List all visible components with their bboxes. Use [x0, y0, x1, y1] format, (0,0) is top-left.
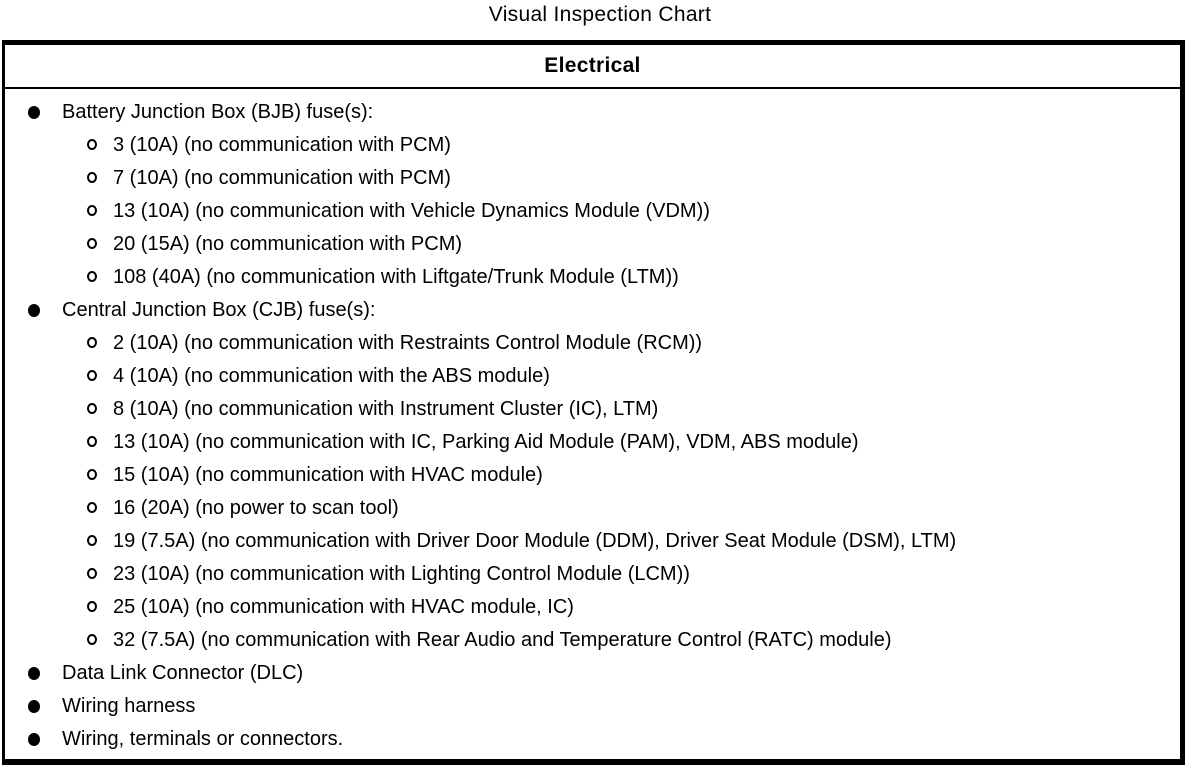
list-subitem-label: 4 (10A) (no communication with the ABS m…	[113, 365, 550, 387]
list-subitem: 20 (15A) (no communication with PCM)	[5, 228, 1180, 261]
list-subitem-label: 13 (10A) (no communication with Vehicle …	[113, 200, 710, 222]
electrical-item-list: Battery Junction Box (BJB) fuse(s): 3 (10…	[5, 89, 1180, 759]
list-subitem: 13 (10A) (no communication with Vehicle …	[5, 195, 1180, 228]
filled-bullet-icon	[28, 106, 40, 119]
list-subitem: 19 (7.5A) (no communication with Driver …	[5, 525, 1180, 558]
open-bullet-icon	[87, 337, 97, 348]
list-subitem: 16 (20A) (no power to scan tool)	[5, 492, 1180, 525]
open-bullet-icon	[87, 172, 97, 183]
open-bullet-icon	[87, 535, 97, 546]
open-bullet-icon	[87, 403, 97, 414]
page-title: Visual Inspection Chart	[488, 3, 712, 26]
list-subitem: 108 (40A) (no communication with Liftgat…	[5, 261, 1180, 294]
list-subitem: 32 (7.5A) (no communication with Rear Au…	[5, 624, 1180, 657]
filled-bullet-icon	[28, 700, 40, 713]
list-item: Central Junction Box (CJB) fuse(s):	[5, 294, 1180, 327]
list-subitem: 7 (10A) (no communication with PCM)	[5, 162, 1180, 195]
list-subitem-label: 25 (10A) (no communication with HVAC mod…	[113, 596, 574, 618]
open-bullet-icon	[87, 436, 97, 447]
list-subitem: 25 (10A) (no communication with HVAC mod…	[5, 591, 1180, 624]
list-subitem-label: 20 (15A) (no communication with PCM)	[113, 233, 463, 255]
list-item: Wiring, terminals or connectors.	[5, 723, 1180, 756]
open-bullet-icon	[87, 238, 97, 249]
open-bullet-icon	[87, 502, 97, 513]
inspection-chart-table: Electrical Battery Junction Box (BJB) fu…	[2, 40, 1185, 765]
list-subitem: 3 (10A) (no communication with PCM)	[5, 129, 1180, 162]
list-subitem-label: 19 (7.5A) (no communication with Driver …	[113, 530, 957, 552]
list-item: Data Link Connector (DLC)	[5, 657, 1180, 690]
filled-bullet-icon	[28, 667, 40, 680]
list-subitem: 15 (10A) (no communication with HVAC mod…	[5, 459, 1180, 492]
list-subitem-label: 13 (10A) (no communication with IC, Park…	[113, 431, 859, 453]
list-subitem-label: 2 (10A) (no communication with Restraint…	[113, 332, 703, 354]
open-bullet-icon	[87, 568, 97, 579]
open-bullet-icon	[87, 634, 97, 645]
list-subitem-label: 7 (10A) (no communication with PCM)	[113, 167, 451, 189]
list-item-label: Battery Junction Box (BJB) fuse(s):	[62, 101, 374, 123]
list-item-label: Data Link Connector (DLC)	[62, 662, 304, 684]
list-subitem-label: 8 (10A) (no communication with Instrumen…	[113, 398, 659, 420]
list-subitem-label: 3 (10A) (no communication with PCM)	[113, 134, 451, 156]
open-bullet-icon	[87, 205, 97, 216]
open-bullet-icon	[87, 139, 97, 150]
open-bullet-icon	[87, 601, 97, 612]
open-bullet-icon	[87, 271, 97, 282]
list-item: Battery Junction Box (BJB) fuse(s):	[5, 96, 1180, 129]
list-subitem-label: 16 (20A) (no power to scan tool)	[113, 497, 399, 519]
list-item-label: Central Junction Box (CJB) fuse(s):	[62, 299, 376, 321]
list-subitem: 23 (10A) (no communication with Lighting…	[5, 558, 1180, 591]
list-subitem-label: 108 (40A) (no communication with Liftgat…	[113, 266, 679, 288]
list-item-label: Wiring, terminals or connectors.	[62, 728, 344, 750]
filled-bullet-icon	[28, 733, 40, 746]
list-subitem: 13 (10A) (no communication with IC, Park…	[5, 426, 1180, 459]
open-bullet-icon	[87, 469, 97, 480]
list-subitem-label: 23 (10A) (no communication with Lighting…	[113, 563, 690, 585]
list-item: Wiring harness	[5, 690, 1180, 723]
list-subitem: 4 (10A) (no communication with the ABS m…	[5, 360, 1180, 393]
list-subitem: 8 (10A) (no communication with Instrumen…	[5, 393, 1180, 426]
list-subitem-label: 15 (10A) (no communication with HVAC mod…	[113, 464, 543, 486]
filled-bullet-icon	[28, 304, 40, 317]
table-header-electrical: Electrical	[5, 45, 1180, 89]
list-subitem-label: 32 (7.5A) (no communication with Rear Au…	[113, 629, 892, 651]
list-subitem: 2 (10A) (no communication with Restraint…	[5, 327, 1180, 360]
open-bullet-icon	[87, 370, 97, 381]
list-item-label: Wiring harness	[62, 695, 196, 717]
